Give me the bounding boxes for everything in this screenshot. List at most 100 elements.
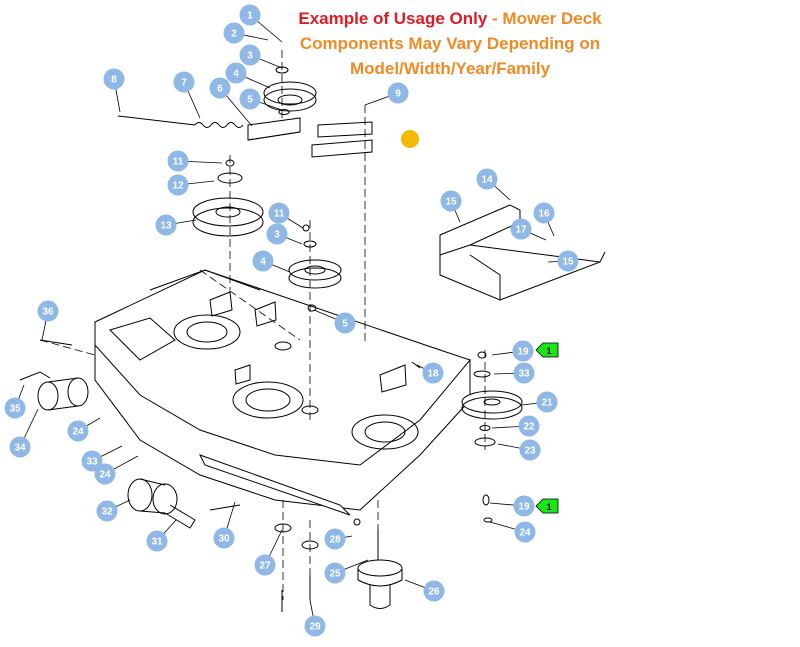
callout-24: 24 (489, 521, 536, 543)
callout-23: 23 (497, 439, 541, 461)
callout-number: 31 (151, 537, 163, 548)
callout-number: 36 (42, 307, 54, 318)
callout-17: 17 (510, 218, 547, 241)
callout-number: 4 (260, 257, 266, 268)
callout-bubble (67, 420, 89, 442)
callout-number: 1 (247, 11, 253, 22)
callout-bubble (557, 250, 579, 272)
flag-number: 1 (546, 346, 551, 356)
callout-4: 4 (252, 250, 291, 273)
callout-24: 24 (67, 417, 101, 442)
flag-shape (535, 498, 559, 514)
callout-number: 24 (72, 427, 84, 438)
callout-21: 21 (521, 391, 558, 413)
callout-bubble (423, 580, 445, 602)
callout-bubble (334, 312, 356, 334)
callout-bubble (173, 71, 195, 93)
callout-6: 6 (209, 77, 253, 127)
callout-bubble (324, 562, 346, 584)
callout-number: 9 (395, 89, 401, 100)
callout-number: 3 (247, 51, 253, 62)
callout-bubble (440, 190, 462, 212)
callout-number: 18 (427, 369, 439, 380)
callout-number: 15 (445, 197, 457, 208)
callout-bubble (81, 450, 103, 472)
callout-30: 30 (213, 501, 236, 549)
callout-number: 19 (517, 347, 529, 358)
callout-number: 17 (515, 225, 527, 236)
callout-18: 18 (416, 362, 444, 384)
callout-number: 15 (562, 257, 574, 268)
revision-flag: 1 (535, 342, 559, 358)
diagram-title-line-2: Components May Vary Depending on (299, 34, 601, 53)
callout-bubble (266, 223, 288, 245)
title-mower-deck: - Mower Deck (487, 9, 602, 28)
callout-19: 19 (491, 340, 534, 362)
callout-number: 3 (274, 230, 280, 241)
callout-bubble (252, 250, 274, 272)
callout-number: 35 (9, 404, 21, 415)
callout-number: 19 (518, 502, 530, 513)
callout-number: 26 (428, 587, 440, 598)
callout-number: 23 (524, 446, 536, 457)
callout-4: 4 (225, 62, 271, 89)
callout-number: 24 (99, 470, 111, 481)
callout-2: 2 (223, 22, 269, 44)
callout-number: 33 (518, 369, 530, 380)
callout-bubble (239, 44, 261, 66)
callout-15: 15 (547, 250, 579, 272)
flag-number: 1 (546, 502, 551, 512)
callout-3: 3 (239, 44, 283, 69)
diagram-title-line-3: Model/Width/Year/Family (349, 59, 551, 78)
callout-bubble (510, 218, 532, 240)
callout-bubble (94, 463, 116, 485)
callout-number: 33 (86, 457, 98, 468)
callout-number: 16 (538, 209, 550, 220)
callout-number: 30 (218, 534, 230, 545)
callout-34: 34 (9, 408, 39, 458)
callout-bubble (533, 202, 555, 224)
callout-19: 19 (489, 495, 535, 517)
callout-28: 28 (324, 528, 353, 550)
callout-number: 12 (172, 181, 184, 192)
callout-33: 33 (81, 445, 123, 472)
callout-bubble (223, 22, 245, 44)
callout-8: 8 (103, 68, 125, 113)
callout-16: 16 (533, 202, 555, 237)
callout-number: 5 (247, 95, 253, 106)
revision-flag: 1 (535, 498, 559, 514)
callout-bubble (476, 168, 498, 190)
callout-15: 15 (440, 190, 462, 223)
callout-number: 11 (274, 209, 285, 220)
callout-32: 32 (96, 499, 131, 522)
callout-12: 12 (167, 174, 215, 196)
callout-33: 33 (493, 362, 535, 384)
callout-5: 5 (313, 309, 356, 334)
callout-bubble (513, 362, 535, 384)
callout-number: 29 (309, 622, 321, 633)
callout-26: 26 (404, 579, 445, 602)
diagram-title-line-1: Example of Usage Only - Mower Deck (290, 6, 610, 31)
callout-number: 5 (342, 319, 348, 330)
callout-bubble (209, 77, 231, 99)
callout-bubble (239, 4, 261, 26)
callout-number: 22 (523, 422, 535, 433)
callout-number: 8 (111, 75, 117, 86)
callout-7: 7 (173, 71, 201, 119)
callout-36: 36 (37, 300, 59, 341)
callout-bubble (514, 521, 536, 543)
callout-29: 29 (304, 599, 326, 637)
callout-bubble (37, 300, 59, 322)
callout-bubble (387, 82, 409, 104)
callout-bubble (519, 439, 541, 461)
callout-bubble (225, 62, 247, 84)
callout-bubble (518, 415, 540, 437)
callout-bubble (254, 554, 276, 576)
callout-number: 27 (259, 561, 271, 572)
callout-bubble (239, 88, 261, 110)
callout-number: 25 (329, 569, 341, 580)
callout-number: 24 (519, 528, 531, 539)
callout-number: 4 (233, 69, 239, 80)
callout-number: 13 (160, 221, 172, 232)
